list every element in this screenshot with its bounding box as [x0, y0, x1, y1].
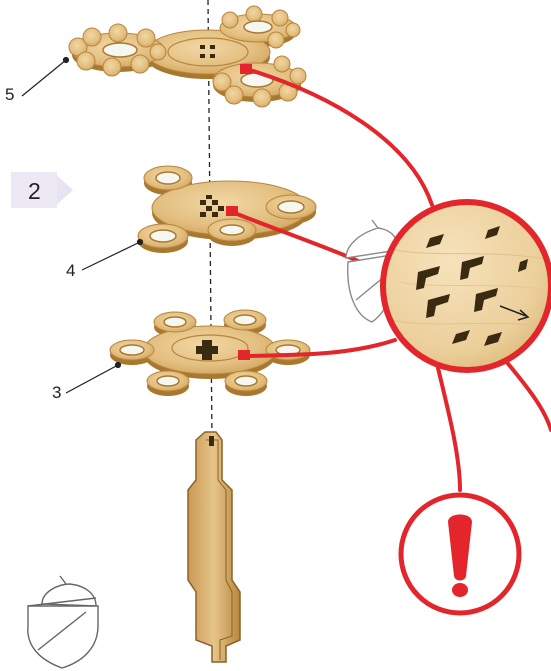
acorn-icon-small — [27, 575, 99, 669]
warning-badge — [398, 492, 522, 616]
part-4-label: 4 — [66, 261, 76, 280]
exclamation-icon — [448, 514, 472, 597]
center-post — [187, 431, 241, 663]
part-3-leader — [65, 364, 119, 394]
step-arrow-icon — [11, 172, 73, 208]
step-number: 2 — [28, 178, 41, 204]
part-4-leader — [81, 241, 141, 271]
part-3-label: 3 — [52, 383, 62, 402]
step-badge: 2 — [11, 172, 73, 208]
part-5-piece — [68, 5, 307, 108]
detail-zoom-circle — [380, 199, 551, 373]
part-5-leader — [21, 59, 67, 97]
part-3-piece — [109, 309, 311, 396]
part-5-label: 5 — [5, 85, 15, 104]
